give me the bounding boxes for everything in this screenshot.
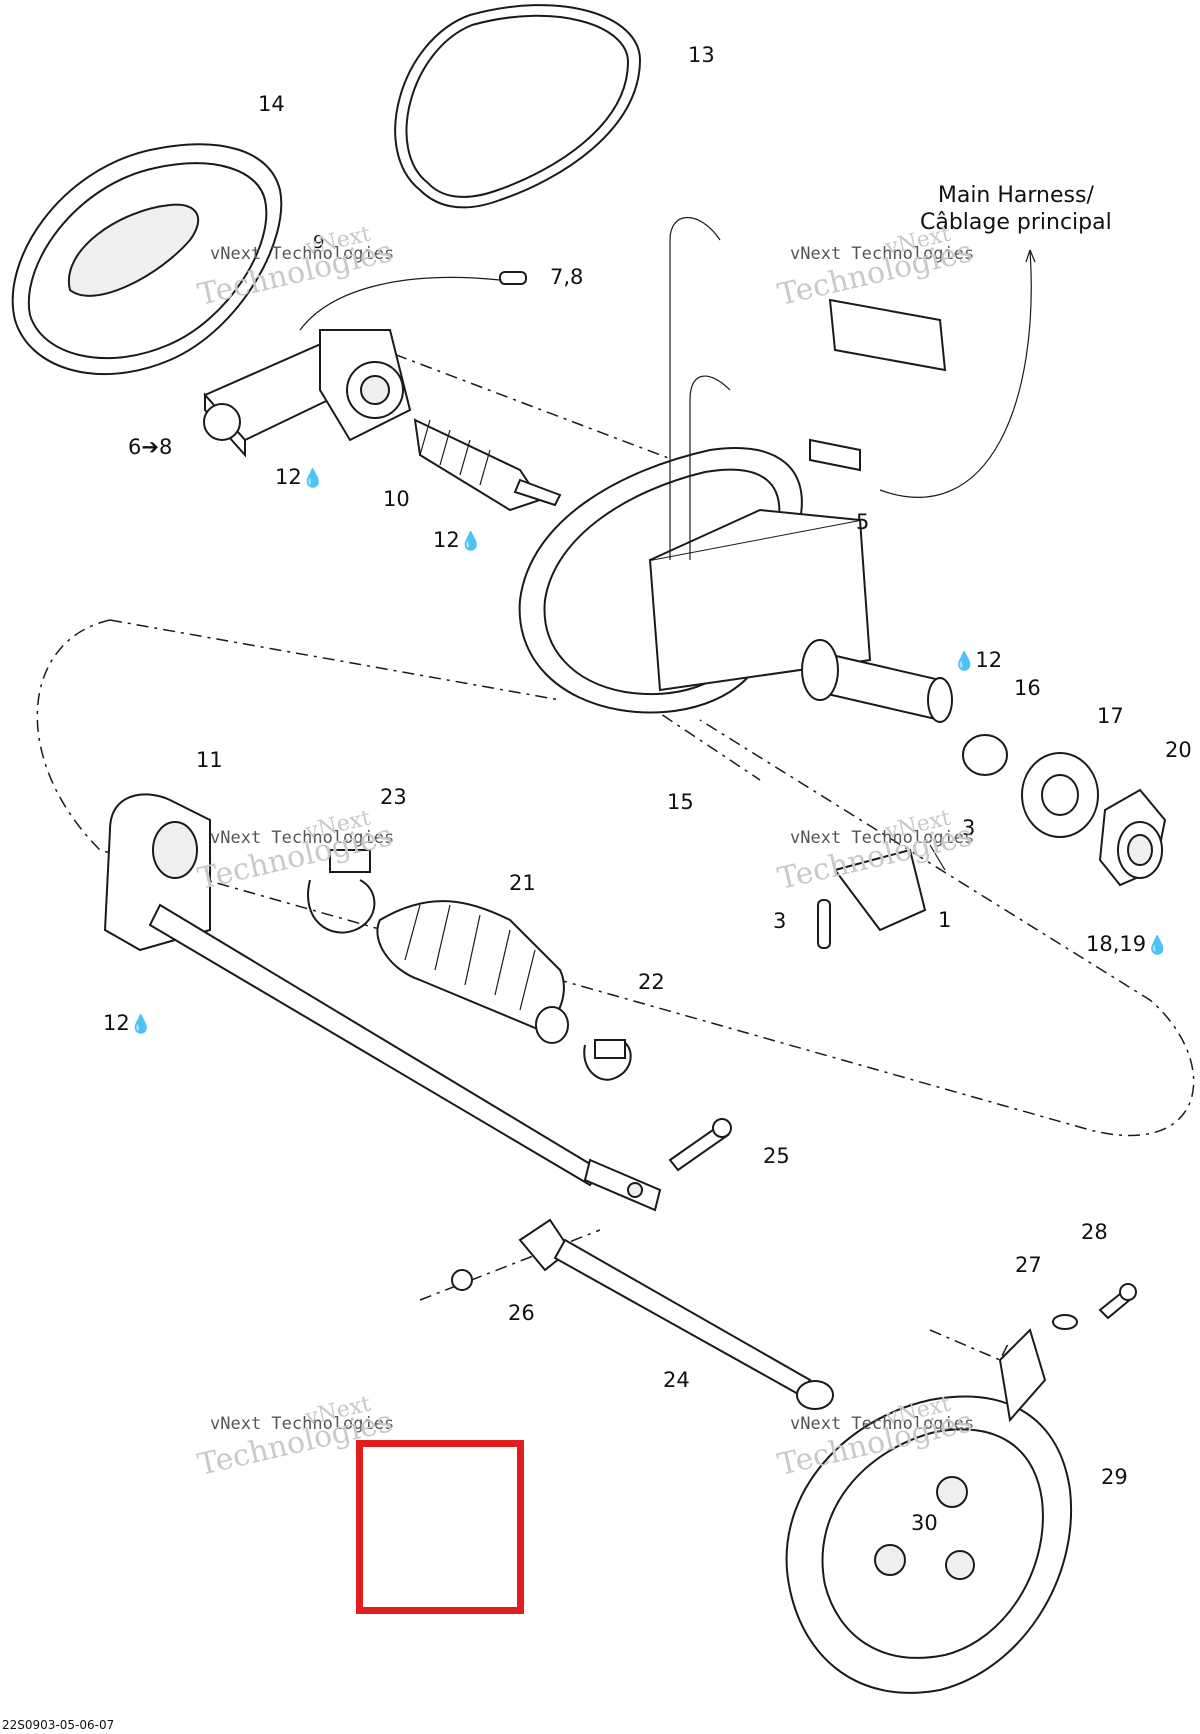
callout-16: 16 [1014, 676, 1041, 700]
callout-26: 26 [508, 1301, 535, 1325]
callout-15: 15 [667, 790, 694, 814]
link-rod-24 [451, 1218, 834, 1410]
clamp-22 [583, 1039, 632, 1081]
callout-28: 28 [1081, 1220, 1108, 1244]
harness-connectors [809, 249, 1036, 498]
assembly-boundary-dashed [36, 619, 1195, 1137]
callout-25: 25 [763, 1144, 790, 1168]
callout-9: 9 [313, 232, 325, 253]
callout-18-19: 18,19💧 [1086, 932, 1169, 956]
callout-7-8: 7,8 [550, 265, 584, 289]
worm-gear-10 [413, 418, 562, 512]
lever-shaft-11 [103, 793, 662, 1212]
drop-icon: 💧 [1146, 935, 1169, 956]
washers [962, 734, 1167, 887]
callout-12-a: 12💧 [275, 465, 325, 489]
mount-ring-29 [785, 1328, 1073, 1694]
main-harness-label: Main Harness/ Câblage principal [920, 182, 1112, 236]
callout-12-b: 12💧 [433, 528, 483, 552]
boot-21 [376, 900, 569, 1044]
callout-5: 5 [856, 510, 870, 534]
bolt-28 [1052, 1283, 1137, 1330]
callout-10: 10 [383, 487, 410, 511]
callout-14: 14 [258, 92, 285, 116]
callout-3-a: 3 [962, 816, 976, 840]
gearbox-housing [518, 216, 953, 723]
callout-12-c: 💧12 [953, 648, 1003, 672]
motor-assembly-6-8 [203, 271, 527, 458]
callout-29: 29 [1101, 1465, 1128, 1489]
callout-23: 23 [380, 785, 407, 809]
drop-icon: 💧 [953, 651, 976, 672]
callout-12-d: 12💧 [103, 1011, 153, 1035]
bolt-25 [668, 1118, 732, 1172]
drop-icon: 💧 [129, 1014, 153, 1035]
callout-22: 22 [638, 970, 665, 994]
callout-27: 27 [1015, 1253, 1042, 1277]
callout-20: 20 [1165, 738, 1192, 762]
callout-3-b: 3 [773, 909, 787, 933]
clamp-23 [307, 849, 376, 934]
callout-21: 21 [509, 871, 536, 895]
highlight-box [356, 1440, 524, 1614]
callout-6-8: 6➔8 [128, 435, 173, 459]
drop-icon: 💧 [459, 531, 483, 552]
callout-13: 13 [688, 43, 715, 67]
main-harness-label-line2: Câblage principal [920, 210, 1112, 235]
callout-30: 30 [911, 1511, 938, 1535]
cover-14 [11, 143, 283, 376]
main-harness-label-line1: Main Harness/ [937, 183, 1094, 208]
callout-1: 1 [938, 908, 952, 932]
callout-11: 11 [196, 748, 223, 772]
drop-icon: 💧 [301, 468, 325, 489]
callout-24: 24 [663, 1368, 690, 1392]
reference-code: 22S0903-05-06-07 [2, 1718, 115, 1732]
bracket-1 [817, 844, 946, 949]
callout-17: 17 [1097, 704, 1124, 728]
seal-ring-13 [394, 4, 642, 209]
